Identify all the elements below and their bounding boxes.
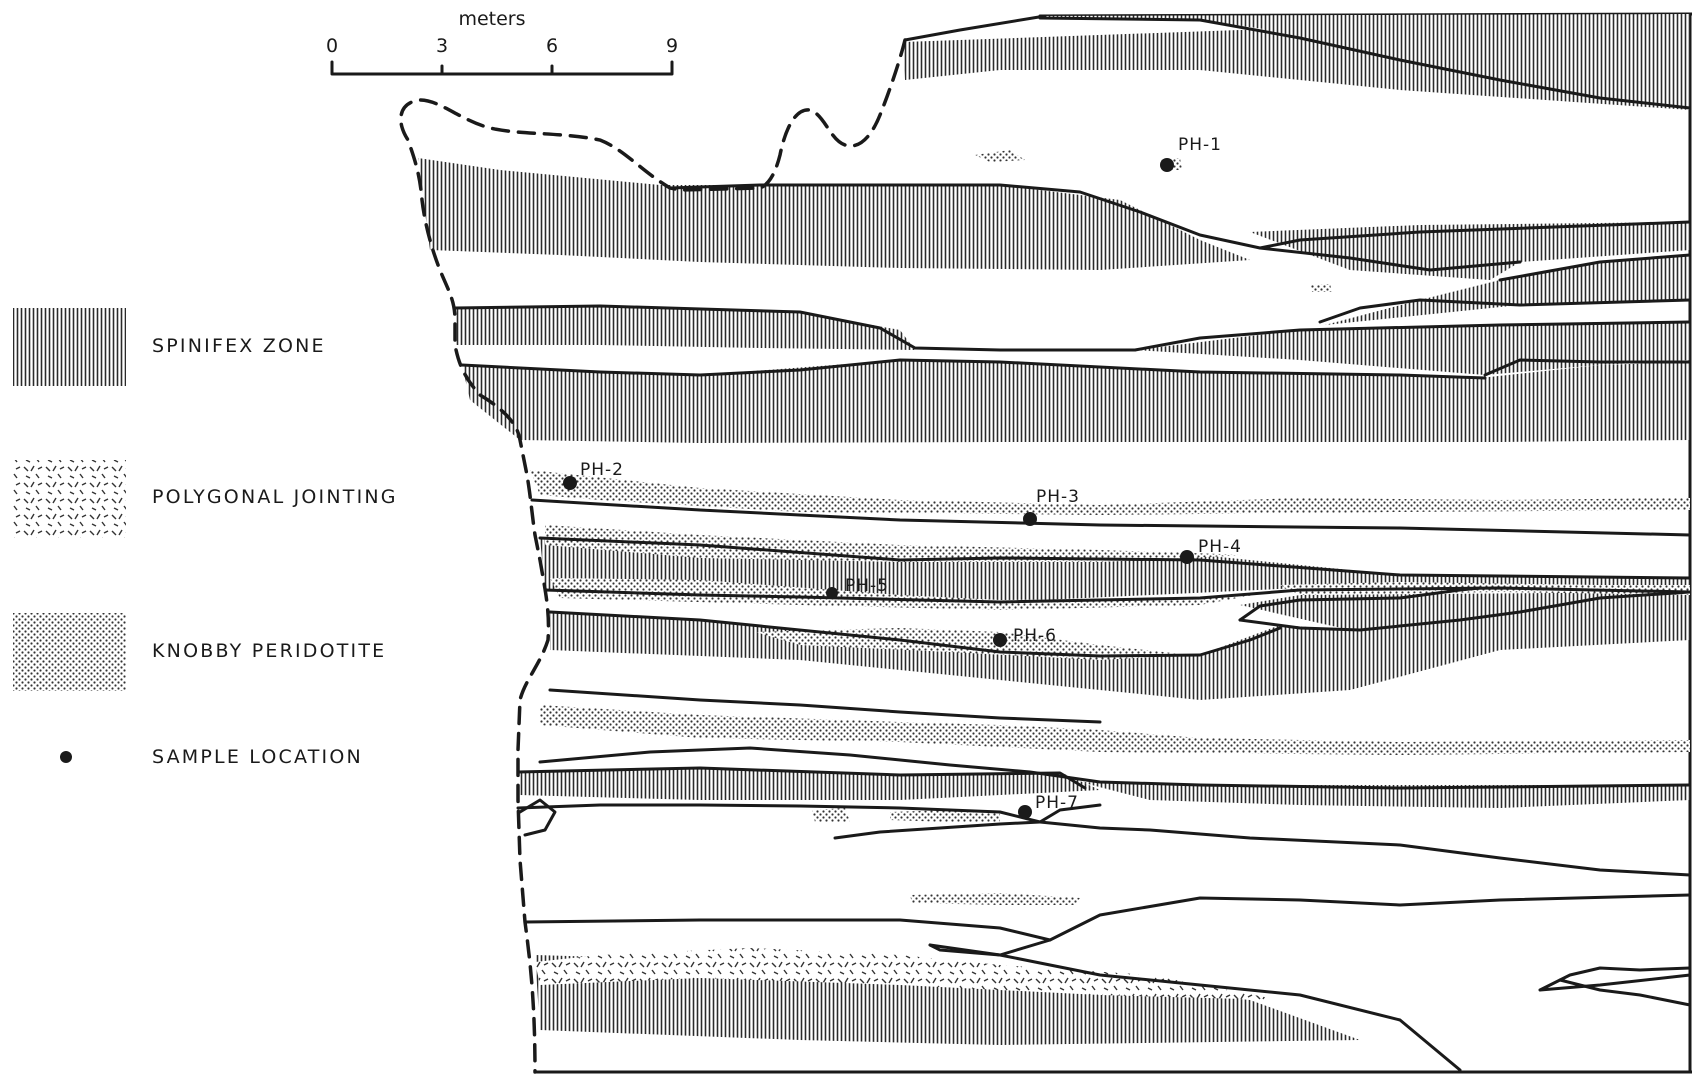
scale-tick-label: 6 bbox=[546, 35, 558, 57]
knobby-peridotite-zone bbox=[910, 893, 1080, 905]
sample-marker bbox=[1018, 805, 1032, 819]
sample-marker bbox=[993, 633, 1007, 647]
knobby-peridotite-zone bbox=[1310, 284, 1332, 292]
sample-label: PH-6 bbox=[1013, 626, 1057, 646]
contact-lines bbox=[455, 16, 1690, 1070]
legend-label-spinifex: SPINIFEX ZONE bbox=[152, 335, 326, 357]
scale-tick-label: 3 bbox=[436, 35, 448, 57]
spinifex-zone bbox=[455, 306, 915, 350]
scale-unit-label: meters bbox=[458, 8, 525, 30]
legend: SPINIFEX ZONE POLYGONAL JOINTING KNOBBY … bbox=[13, 308, 398, 768]
sample-marker bbox=[563, 476, 577, 490]
legend-swatch-polygonal bbox=[13, 460, 126, 538]
sample-marker bbox=[1023, 512, 1037, 526]
sample-label: PH-2 bbox=[580, 460, 624, 480]
scale-tick-label: 9 bbox=[666, 35, 678, 57]
knobby-peridotite-zone bbox=[975, 150, 1025, 162]
knobby-peridotite-zone bbox=[540, 705, 1690, 755]
sample-marker bbox=[826, 587, 838, 599]
scale-bar-line bbox=[332, 62, 672, 74]
sample-marker bbox=[1180, 550, 1194, 564]
sample-label: PH-4 bbox=[1198, 537, 1242, 557]
legend-label-polygonal: POLYGONAL JOINTING bbox=[152, 486, 398, 508]
sample-label: PH-5 bbox=[845, 576, 889, 596]
knobby-peridotite-zone bbox=[812, 808, 850, 822]
scale-tick-label: 0 bbox=[326, 35, 338, 57]
legend-swatch-spinifex bbox=[13, 308, 126, 386]
sample-label: PH-7 bbox=[1035, 793, 1079, 813]
spinifex-zone bbox=[903, 14, 1690, 110]
legend-swatch-knobby bbox=[13, 613, 126, 691]
legend-label-sample: SAMPLE LOCATION bbox=[152, 746, 363, 768]
legend-sample-icon bbox=[60, 751, 72, 763]
sample-marker bbox=[1160, 158, 1174, 172]
sample-label: PH-3 bbox=[1036, 487, 1080, 507]
scale-bar: meters 0 3 6 9 bbox=[326, 8, 678, 74]
sample-label: PH-1 bbox=[1178, 135, 1222, 155]
knobby-peridotite-zone bbox=[530, 470, 1690, 515]
legend-label-knobby: KNOBBY PERIDOTITE bbox=[152, 640, 386, 662]
spinifex-zone bbox=[418, 158, 1250, 270]
